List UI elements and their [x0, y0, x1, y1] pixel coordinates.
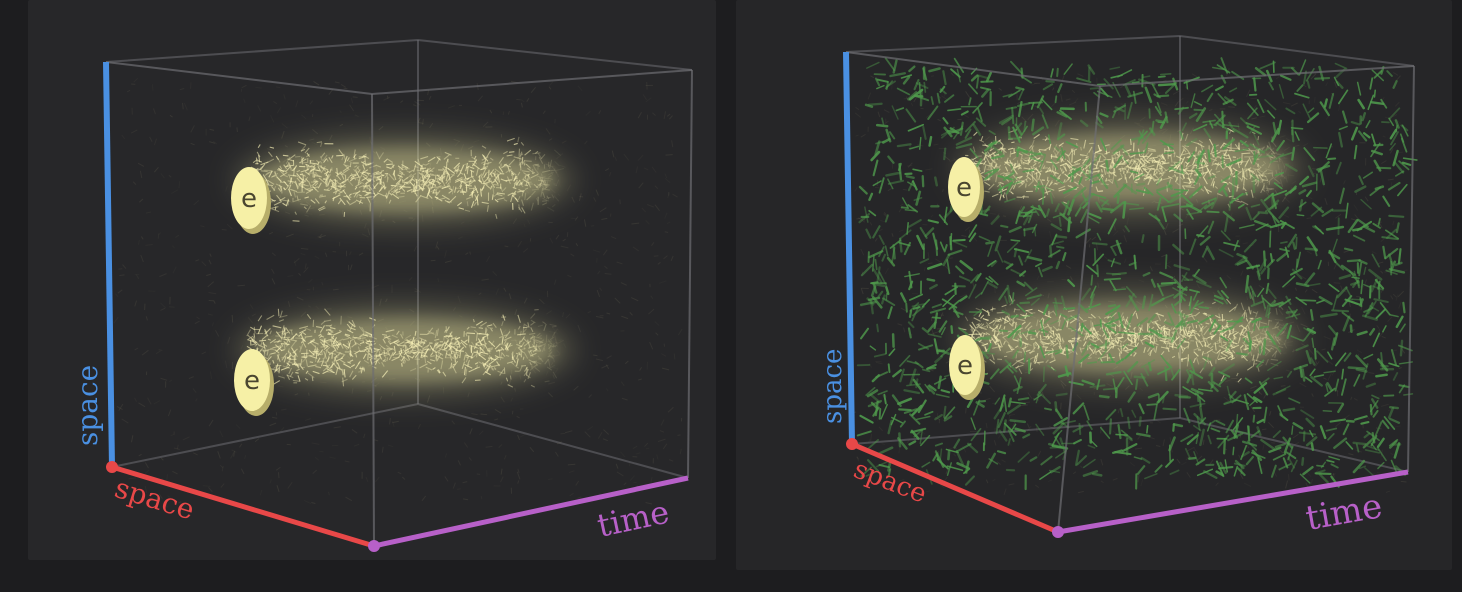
box-front-edges: [105, 61, 693, 547]
axis-vertical-space: [103, 61, 115, 468]
electron-worldline-lower: [955, 286, 1305, 390]
box-front-edges: [845, 51, 1415, 533]
axis-depth-space: [851, 441, 1059, 535]
electron-lower: e: [949, 335, 985, 400]
panel-right: e e space space time: [736, 0, 1452, 570]
field-line-segments: [856, 57, 1418, 491]
axis-label-vertical-space: space: [818, 349, 848, 424]
electron-lower: e: [234, 349, 274, 416]
electron-disc: [231, 167, 267, 229]
electron-upper: e: [948, 157, 984, 222]
electron-worldline-lower: [235, 302, 575, 398]
worldline-texture: [959, 292, 1295, 383]
worldline-core: [975, 304, 1285, 372]
electron-disc: [234, 349, 270, 411]
electron-disc: [949, 335, 981, 395]
axis-corner-dot: [368, 540, 380, 552]
axis-label-vertical-space: space: [71, 365, 104, 446]
electron-label: e: [241, 184, 257, 214]
axis-corner-dot: [1052, 526, 1064, 538]
axis-time: [1057, 469, 1409, 535]
electron-worldline-upper: [235, 132, 575, 228]
axis-vertical-space: [843, 51, 855, 445]
electron-label: e: [956, 173, 972, 203]
electron-disc: [948, 157, 980, 217]
axis-depth-space: [111, 464, 375, 549]
axis-origin-dot: [846, 438, 858, 450]
axis-origin-dot: [106, 461, 118, 473]
electron-label: e: [244, 366, 260, 396]
electron-upper: e: [231, 167, 271, 234]
axis-time: [373, 475, 689, 549]
panel-left: e e space space time: [28, 0, 716, 560]
electron-label: e: [957, 351, 973, 381]
worldline-texture: [246, 308, 565, 388]
